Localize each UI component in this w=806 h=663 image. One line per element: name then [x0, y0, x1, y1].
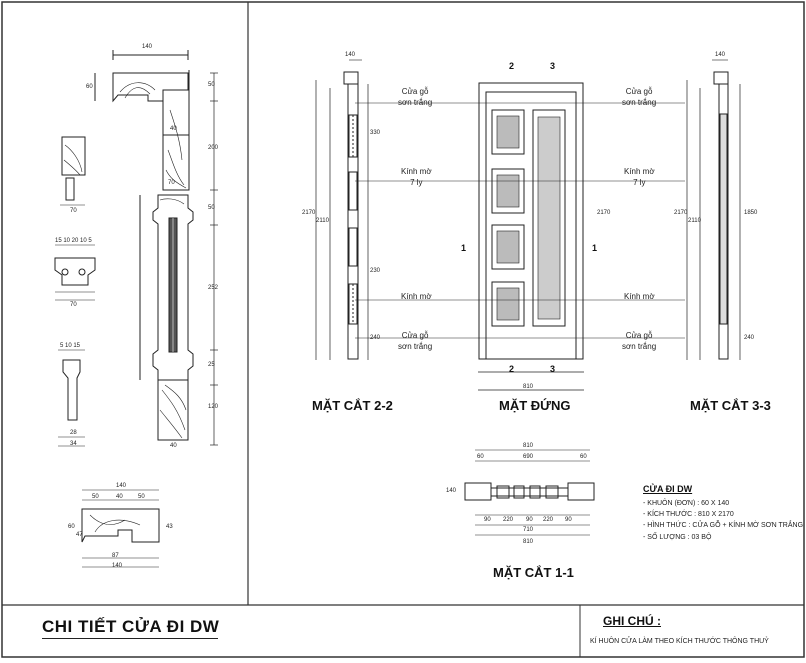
s33-dim-2170: 2170: [674, 210, 688, 216]
dim-70-bead: 70: [70, 302, 77, 308]
callout-glass-right-low: Kính mờ: [624, 292, 655, 301]
marker-2-bottom: 2: [509, 364, 515, 374]
title-section-22: MẶT CẮT 2-2: [312, 398, 393, 413]
dim-25: 25: [208, 362, 215, 368]
section-22-drawing: [315, 59, 369, 360]
s22-dim-2110: 2110: [316, 218, 329, 224]
elev-dim-2170: 2170: [597, 210, 611, 216]
dim-frame-width: 140: [142, 44, 153, 50]
s11-dim-810-top: 810: [523, 443, 534, 449]
title-underline: [42, 638, 218, 639]
threshold-profile-detail: [58, 349, 85, 447]
sill-profile-detail: [81, 489, 160, 568]
bead-profile-detail: [54, 244, 96, 301]
rail-profile-detail: [60, 136, 86, 206]
marker-3-top: 3: [550, 61, 556, 71]
s33-dim-240: 240: [744, 335, 755, 341]
s11-dim-60-left: 60: [477, 454, 484, 460]
dim-50-sill-a: 50: [92, 494, 99, 500]
door-spec-form: - HÌNH THỨC : CỬA GỖ + KÍNH MỜ SƠN TRẮNG: [643, 522, 804, 529]
s11-dim-810-bottom: 810: [523, 539, 534, 545]
dim-34: 34: [70, 441, 77, 447]
dim-40-sill: 40: [116, 494, 123, 500]
section-33-drawing: [686, 59, 741, 360]
elevation-drawing: [478, 82, 584, 391]
door-spec-size: - KÍCH THƯỚC : 810 X 2170: [643, 511, 734, 518]
dim-40-head: 40: [170, 126, 177, 132]
dim-40-foot: 40: [170, 443, 177, 449]
s33-dim-140: 140: [715, 52, 726, 58]
title-elevation: MẶT ĐỨNG: [499, 398, 571, 413]
door-spec-quantity: - SỐ LƯỢNG : 03 BỘ: [643, 534, 712, 541]
leader-lines: [355, 102, 685, 339]
door-spec-frame: - KHUÔN (ĐƠN) : 60 X 140: [643, 500, 730, 507]
dim-small-group: 15 10 20 10 5: [55, 238, 92, 244]
s33-dim-1850: 1850: [744, 210, 758, 216]
dim-140-sill-bottom: 140: [112, 563, 123, 569]
s22-dim-240: 240: [370, 335, 381, 341]
s22-dim-140: 140: [345, 52, 356, 58]
door-spec-heading: CỬA ĐI DW: [643, 484, 693, 494]
s22-dim-230: 230: [370, 268, 381, 274]
dim-frame-depth: 60: [86, 84, 93, 90]
dim-50-top: 50: [208, 82, 215, 88]
leaf-dimension-chain: [210, 72, 218, 446]
marker-2-top: 2: [509, 61, 515, 71]
dim-50-mid: 50: [208, 205, 215, 211]
s11-dim-220-a: 220: [503, 517, 514, 523]
dim-28: 28: [70, 430, 77, 436]
dim-87: 87: [112, 553, 119, 559]
s11-dim-90-c: 90: [565, 517, 572, 523]
s11-dim-90-a: 90: [484, 517, 491, 523]
s11-dim-60-right: 60: [580, 454, 587, 460]
frame-head-detail: [94, 50, 190, 191]
dim-50-sill-b: 50: [138, 494, 145, 500]
dim-47: 47: [76, 532, 83, 538]
marker-3-bottom: 3: [550, 364, 556, 374]
s11-dim-220-b: 220: [543, 517, 554, 523]
notes-heading: GHI CHÚ :: [603, 614, 661, 628]
s33-dim-2110: 2110: [688, 218, 701, 224]
marker-1-right: 1: [592, 243, 598, 253]
dim-252: 252: [208, 285, 219, 291]
title-section-11: MẶT CẮT 1-1: [493, 565, 574, 580]
marker-1-left: 1: [461, 243, 467, 253]
elev-dim-810: 810: [523, 384, 534, 390]
section-11-drawing: [464, 449, 595, 536]
dim-70: 70: [168, 180, 175, 186]
s11-dim-90-b: 90: [526, 517, 533, 523]
callout-glass-left-low: Kính mờ: [401, 292, 432, 301]
leaf-section-detail: [139, 194, 194, 441]
dim-43: 43: [166, 524, 173, 530]
dim-140-sill: 140: [116, 483, 127, 489]
s22-dim-330: 330: [370, 130, 381, 136]
dim-200: 200: [208, 145, 219, 151]
s22-dim-2170: 2170: [302, 210, 316, 216]
s11-dim-690: 690: [523, 454, 534, 460]
notes-text: KÍ HUÔN CỬA LÀM THEO KÍCH THƯỚC THÔNG TH…: [590, 638, 769, 645]
dim-small-group2: 5 10 15: [60, 343, 81, 349]
main-title: CHI TIẾT CỬA ĐI DW: [42, 617, 220, 636]
s11-dim-710: 710: [523, 527, 534, 533]
title-section-33: MẶT CẮT 3-3: [690, 398, 771, 413]
dim-120: 120: [208, 404, 219, 410]
s11-dim-140: 140: [446, 488, 457, 494]
dim-70-rail: 70: [70, 208, 77, 214]
dim-60-sill: 60: [68, 524, 75, 530]
